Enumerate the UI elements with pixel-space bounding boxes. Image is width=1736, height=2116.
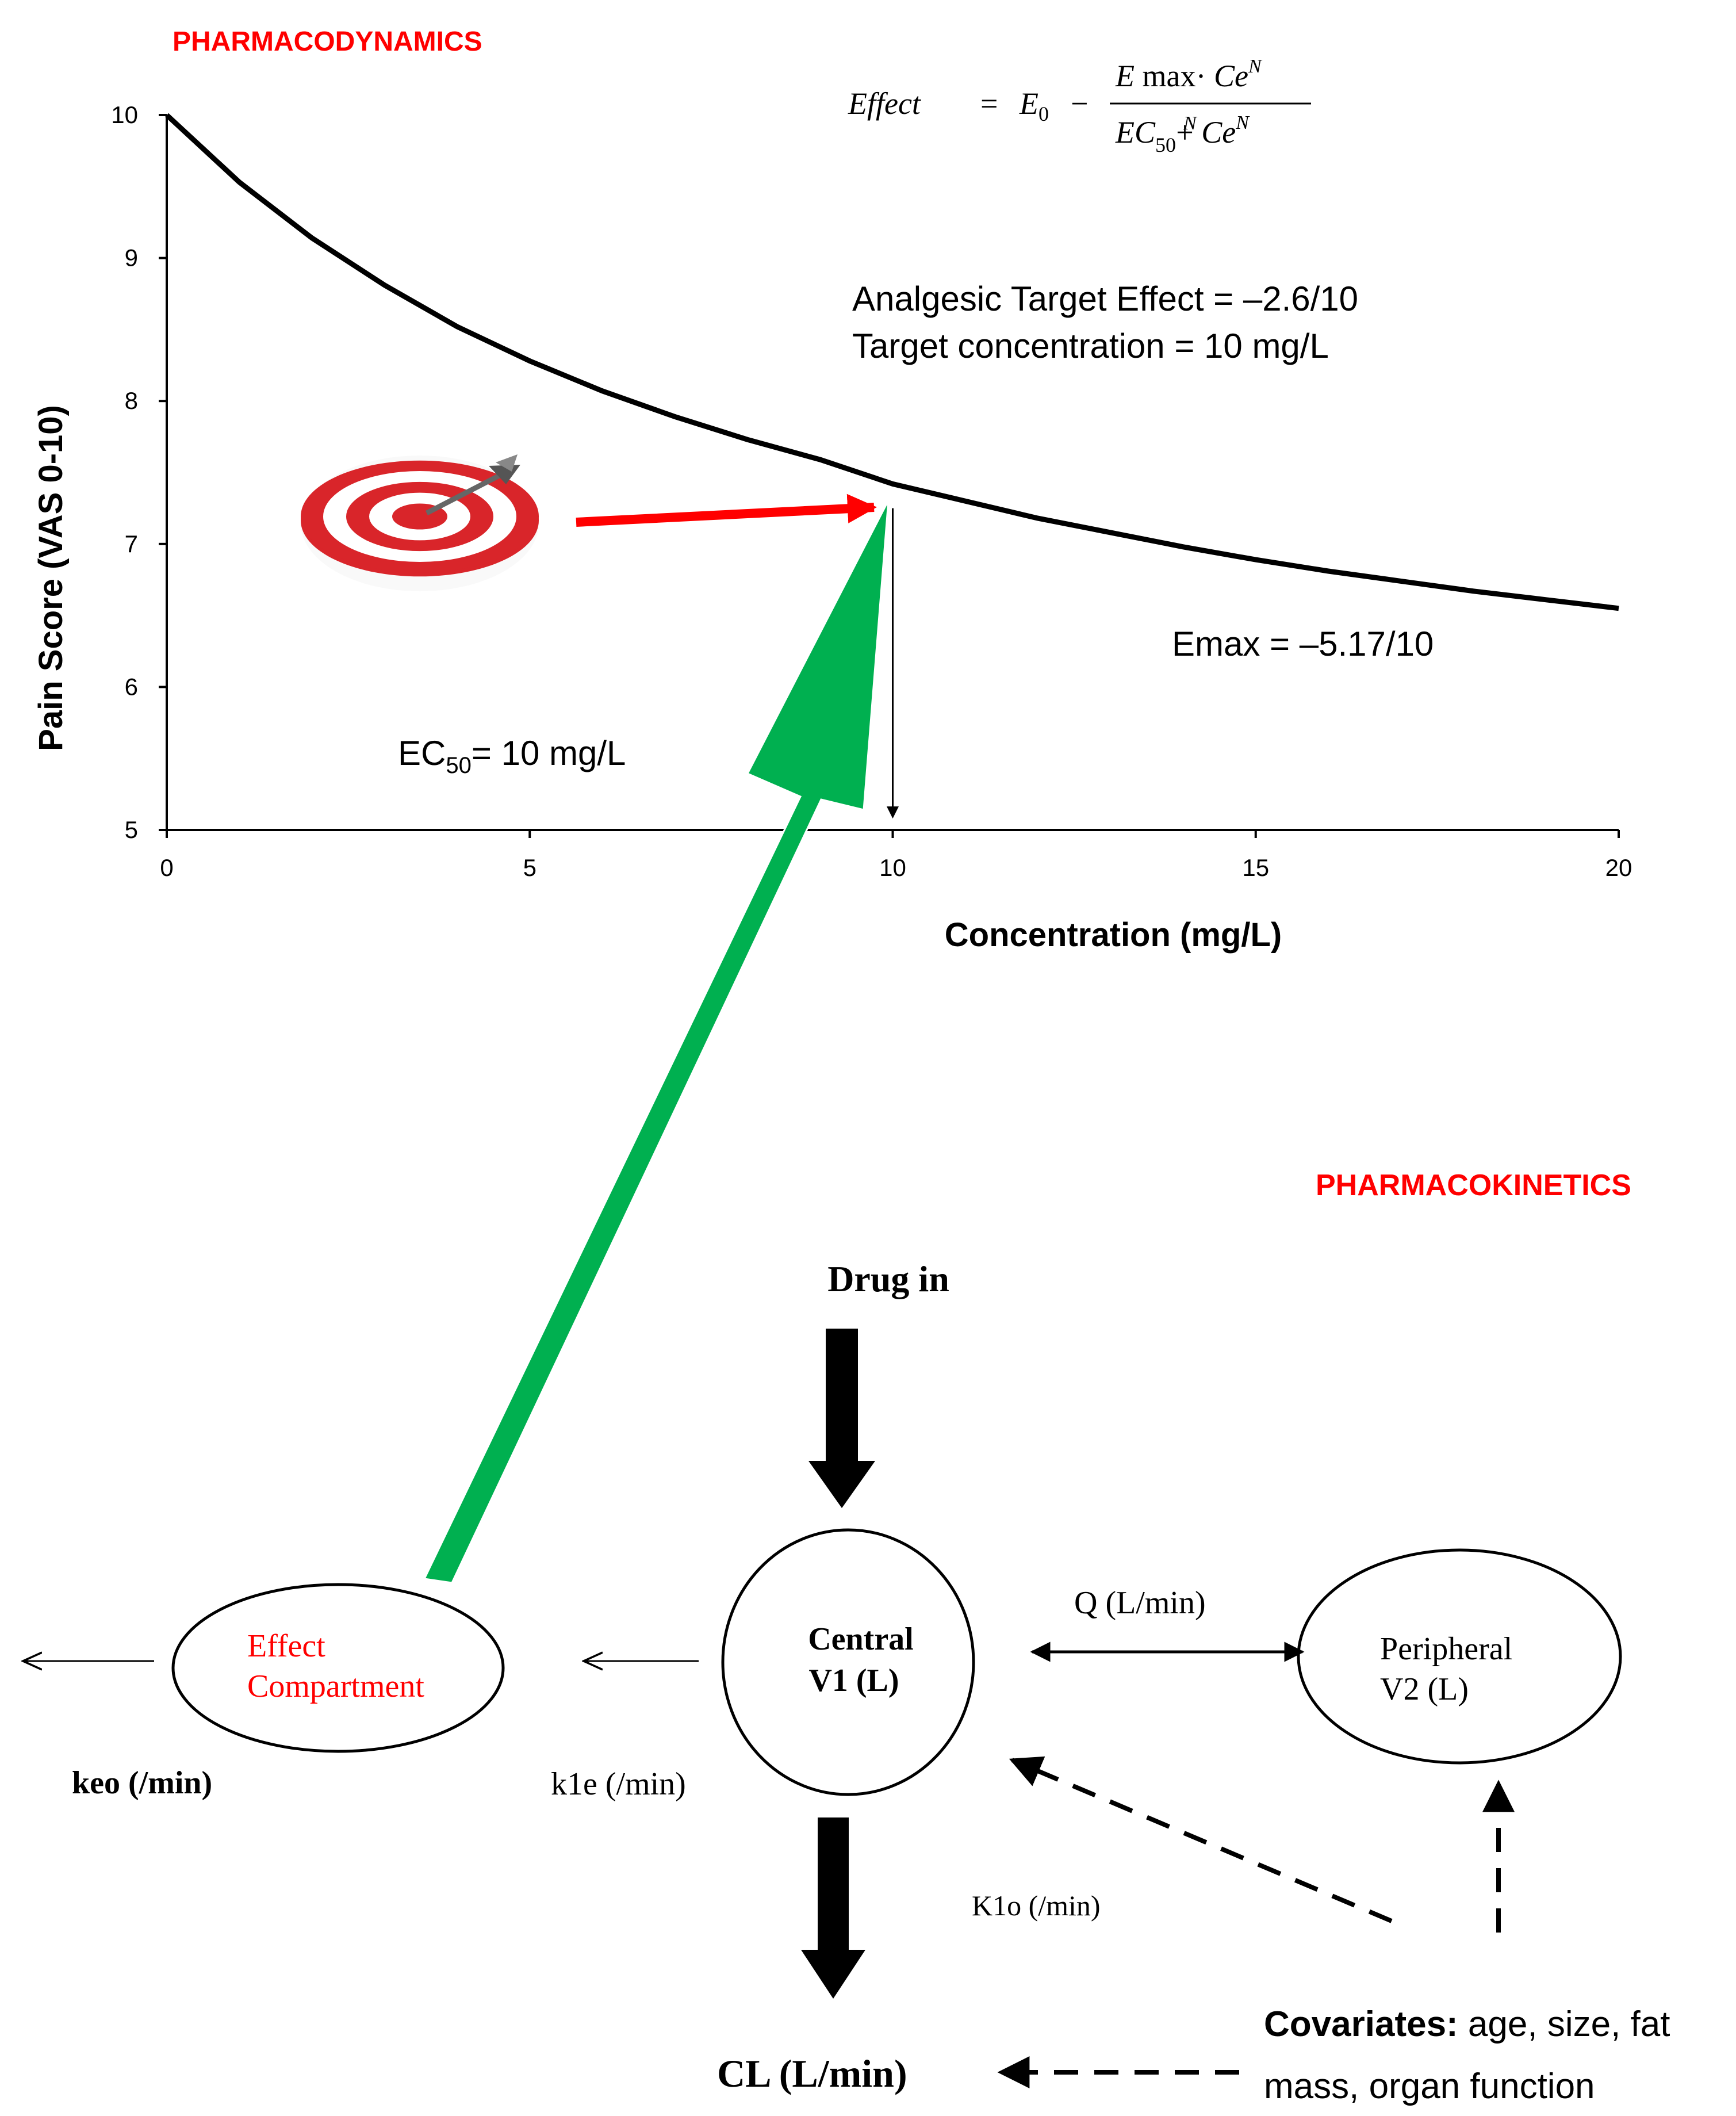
k10-label: K1o (/min) <box>972 1889 1101 1922</box>
cl-label: CL (L/min) <box>717 2052 907 2095</box>
peripheral-line2: V2 (L) <box>1380 1671 1469 1707</box>
target-dartboard-icon <box>301 454 539 591</box>
x-tick-label: 10 <box>879 854 906 881</box>
effect-curve <box>164 113 1619 611</box>
y-tick-label: 6 <box>125 673 138 700</box>
keo-label: keo (/min) <box>72 1765 212 1801</box>
equation-denominator: EC50 + CeN <box>1115 112 1250 156</box>
emax-equation: Effect = E0 − E max· CeN EC50 + CeN N <box>848 56 1311 156</box>
pk-section-title: PHARMACOKINETICS <box>1316 1169 1631 1202</box>
equation-lhs: Effect <box>848 86 922 121</box>
pd-section-title: PHARMACODYNAMICS <box>173 26 482 57</box>
target-effect-label: Analgesic Target Effect = –2.6/10 <box>852 280 1358 318</box>
x-ticks: 0 5 10 15 20 <box>160 830 1632 881</box>
x-tick-label: 15 <box>1242 854 1269 881</box>
equation-numerator: E max· CeN <box>1115 56 1263 93</box>
central-compartment <box>721 1528 975 1796</box>
covariates-line2: mass, organ function <box>1264 2067 1595 2106</box>
effect-line1: Effect <box>247 1628 325 1664</box>
y-tick-label: 10 <box>111 101 138 128</box>
k1e-label: k1e (/min) <box>551 1766 686 1802</box>
drug-in-arrow <box>808 1329 875 1508</box>
ec50-label: EC50= 10 mg/L <box>398 734 626 778</box>
x-axis-label: Concentration (mg/L) <box>945 916 1282 954</box>
equation-ec50-superscript: N <box>1183 113 1198 134</box>
x-tick-label: 20 <box>1605 854 1632 881</box>
y-tick-label: 8 <box>125 387 138 414</box>
target-pointer-arrow <box>576 493 877 527</box>
central-line2: V1 (L) <box>808 1663 899 1698</box>
elimination-arrow <box>801 1817 865 1999</box>
covariates-line1: Covariates: age, size, fat <box>1264 2004 1670 2044</box>
x-tick-label: 0 <box>160 854 173 881</box>
effect-to-curve-arrow <box>423 500 890 1584</box>
effect-line2: Compartment <box>247 1669 424 1704</box>
central-line1: Central <box>808 1621 914 1657</box>
equation-equals: = <box>980 86 998 121</box>
x-tick-label: 5 <box>523 854 536 881</box>
target-conc-label: Target concentration = 10 mg/L <box>852 327 1329 365</box>
equation-e0: E0 <box>1019 86 1049 125</box>
peripheral-line1: Peripheral <box>1380 1631 1512 1667</box>
y-ticks: 5 6 7 8 9 10 <box>111 101 167 843</box>
effect-compartment <box>171 1583 505 1753</box>
y-tick-label: 9 <box>125 244 138 271</box>
y-tick-label: 7 <box>125 530 138 557</box>
emax-label: Emax = –5.17/10 <box>1172 625 1434 663</box>
drug-in-label: Drug in <box>827 1258 949 1299</box>
y-tick-label: 5 <box>125 816 138 843</box>
q-label: Q (L/min) <box>1074 1585 1206 1621</box>
equation-minus: − <box>1071 86 1088 121</box>
y-axis-label: Pain Score (VAS 0-10) <box>32 405 70 751</box>
covariate-to-central-arrow <box>1009 1756 1393 1923</box>
